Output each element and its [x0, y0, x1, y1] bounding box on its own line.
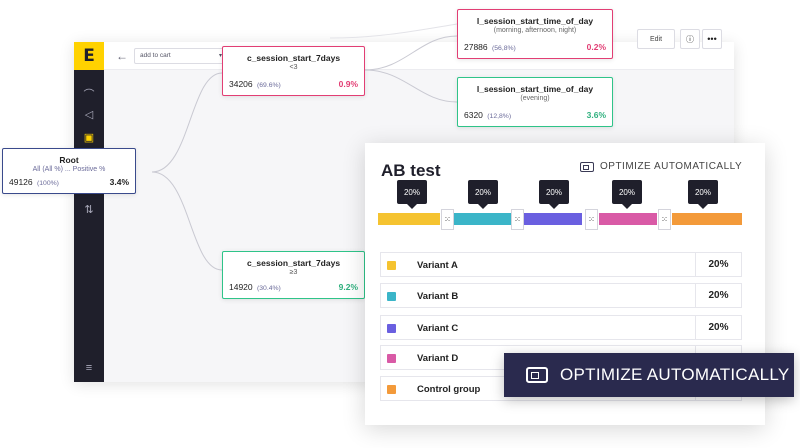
variant-row-b[interactable]: Variant B 20% — [380, 283, 742, 308]
variant-color-swatch — [387, 385, 396, 394]
node-rate: 0.9% — [338, 79, 358, 89]
split-segment-d — [599, 213, 657, 225]
split-percentage-bubble: 20% — [688, 180, 718, 209]
count-value: 34206 — [229, 79, 253, 89]
count-pct: (12,8%) — [487, 113, 512, 120]
node-count: 14920 (30.4%) — [229, 282, 281, 292]
optimize-automatically-label: OPTIMIZE AUTOMATICALLY — [600, 161, 743, 172]
count-pct: (100%) — [37, 180, 59, 187]
node-title: c_session_start_7days — [246, 53, 341, 63]
event-select-value: add to cart — [140, 52, 171, 59]
split-handle-drag-icon[interactable]: ⁙ — [658, 209, 671, 230]
variant-color-swatch — [387, 354, 396, 363]
split-percentage-bubble: 20% — [539, 180, 569, 209]
variant-row-a[interactable]: Variant A 20% — [380, 252, 742, 277]
variant-row-c[interactable]: Variant C 20% — [380, 315, 742, 340]
count-value: 49126 — [9, 177, 33, 187]
node-title: l_session_start_time_of_day — [476, 16, 594, 26]
node-count: 49126 (100%) — [9, 177, 59, 187]
node-rate: 3.4% — [109, 177, 129, 187]
split-segment-control — [672, 213, 742, 225]
count-value: 27886 — [464, 42, 488, 52]
variant-label: Variant A — [417, 260, 458, 271]
count-pct: (30.4%) — [257, 285, 281, 292]
count-pct: (56,8%) — [492, 45, 516, 52]
variant-label: Control group — [417, 384, 481, 395]
chevron-down-icon: ▾ — [218, 53, 222, 59]
variant-label: Variant B — [417, 291, 459, 302]
optimize-automatically-link[interactable]: OPTIMIZE AUTOMATICALLY — [580, 161, 742, 172]
back-arrow-icon[interactable]: ← — [116, 49, 128, 63]
sliders-icon[interactable]: ⇅ — [84, 203, 94, 216]
node-count: 27886 (56,8%) — [464, 42, 516, 52]
tree-node-time-evening[interactable]: l_session_start_time_of_day (evening) 63… — [457, 77, 613, 127]
split-segment-a — [378, 213, 440, 225]
split-segment-c — [524, 213, 582, 225]
split-segment-b — [453, 213, 511, 225]
brand-logo: E — [74, 42, 104, 70]
ab-test-title: AB test — [381, 161, 441, 180]
node-count: 34206 (69.6%) — [229, 79, 281, 89]
node-subtitle: <3 — [289, 64, 298, 71]
node-rate: 0.2% — [586, 42, 606, 52]
tree-node-time-morning[interactable]: l_session_start_time_of_day (morning, af… — [457, 9, 613, 59]
collapse-menu-icon[interactable]: ≡ — [85, 362, 93, 374]
split-percentage-bubble: 20% — [397, 180, 427, 209]
node-count: 6320 (12,8%) — [464, 110, 511, 120]
count-pct: (69.6%) — [257, 82, 281, 89]
edit-button[interactable]: Edit — [637, 29, 675, 49]
node-title: c_session_start_7days — [246, 258, 341, 268]
megaphone-icon[interactable]: ◁ — [84, 108, 94, 121]
node-subtitle: ≥3 — [289, 269, 298, 276]
variant-color-swatch — [387, 292, 396, 301]
tree-node-root[interactable]: Root All (All %) ... Positive % 49126 (1… — [2, 148, 136, 194]
count-value: 6320 — [464, 110, 483, 120]
split-handle-drag-icon[interactable]: ⁙ — [511, 209, 524, 230]
variant-color-swatch — [387, 324, 396, 333]
app-sidebar: E ⌒ ◁ ▣ ⇅ ≡ — [74, 42, 104, 382]
node-title: l_session_start_time_of_day — [476, 84, 594, 94]
variant-pct-input[interactable]: 20% — [695, 316, 741, 339]
event-select[interactable]: add to cart ▾ — [134, 48, 228, 64]
optimize-automatically-banner-label: OPTIMIZE AUTOMATICALLY — [560, 365, 790, 384]
gauge-icon[interactable]: ⌒ — [83, 89, 95, 101]
more-icon[interactable]: ••• — [702, 29, 722, 49]
node-rate: 9.2% — [338, 282, 358, 292]
node-title: Root — [59, 155, 79, 165]
variant-label: Variant D — [417, 353, 459, 364]
split-handle-drag-icon[interactable]: ⁙ — [441, 209, 454, 230]
variant-color-swatch — [387, 261, 396, 270]
optimize-icon — [526, 367, 548, 383]
node-subtitle: All (All %) ... Positive % — [32, 166, 106, 173]
tree-node-session-ge3[interactable]: c_session_start_7days ≥3 14920 (30.4%) 9… — [222, 251, 365, 299]
chart-icon[interactable]: ▣ — [83, 131, 95, 144]
node-rate: 3.6% — [586, 110, 606, 120]
node-subtitle: (morning, afternoon, night) — [493, 27, 577, 34]
split-percentage-bubble: 20% — [468, 180, 498, 209]
optimize-automatically-button[interactable]: OPTIMIZE AUTOMATICALLY — [504, 353, 794, 397]
tree-node-session-lt3[interactable]: c_session_start_7days <3 34206 (69.6%) 0… — [222, 46, 365, 96]
count-value: 14920 — [229, 282, 253, 292]
info-icon[interactable]: ⓘ — [680, 29, 700, 49]
variant-label: Variant C — [417, 323, 459, 334]
variant-pct-input[interactable]: 20% — [695, 284, 741, 307]
variant-pct-input[interactable]: 20% — [695, 253, 741, 276]
split-percentage-bubble: 20% — [612, 180, 642, 209]
optimize-icon — [580, 161, 594, 172]
node-subtitle: (evening) — [520, 95, 550, 102]
split-handle-drag-icon[interactable]: ⁙ — [585, 209, 598, 230]
